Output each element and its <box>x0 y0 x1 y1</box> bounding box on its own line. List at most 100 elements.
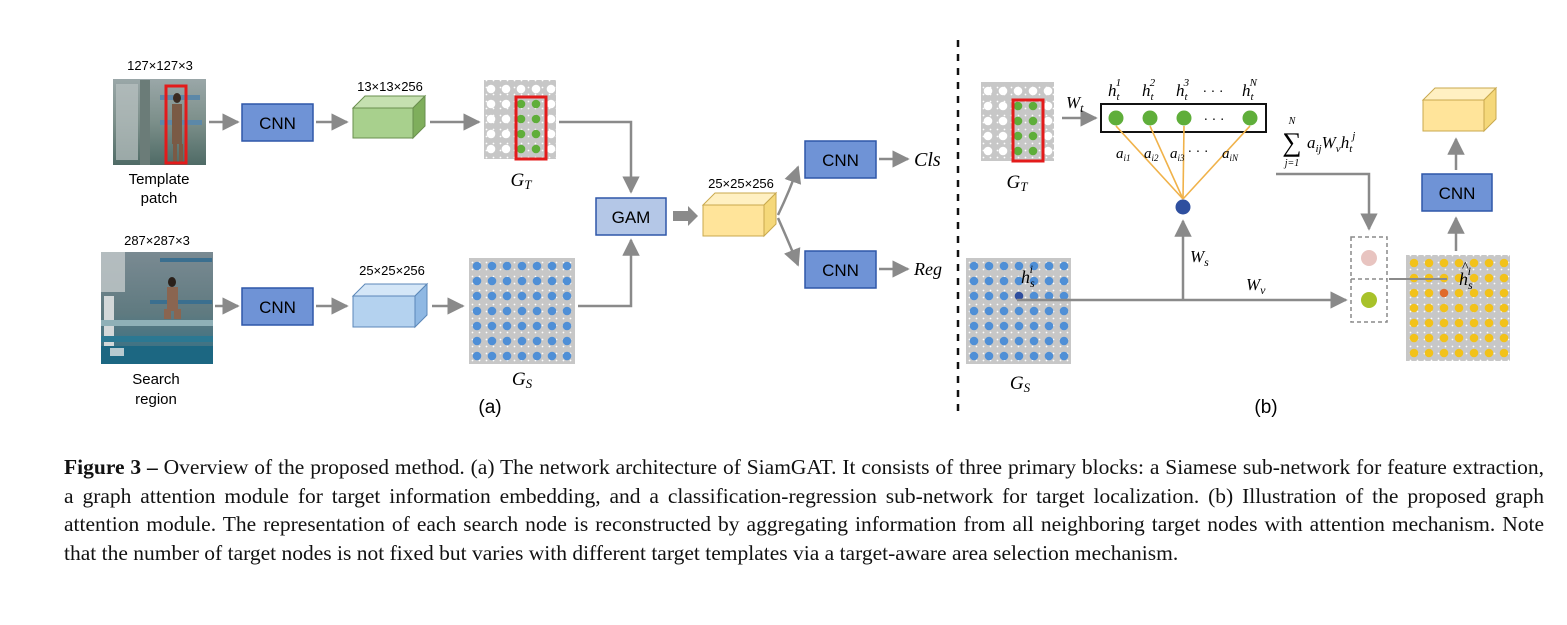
graph-node <box>546 129 556 139</box>
graph-node <box>999 261 1009 271</box>
graph-node <box>1043 131 1053 141</box>
graph-node <box>516 99 526 109</box>
gt-graph-b <box>981 82 1054 163</box>
graph-node <box>1469 273 1479 283</box>
graph-node <box>531 84 541 94</box>
gam-label: GAM <box>612 208 651 227</box>
cnn-box-template: CNN <box>241 103 314 142</box>
graph-node <box>547 276 557 286</box>
graph-node <box>999 351 1009 361</box>
cnn-box-search: CNN <box>241 287 314 326</box>
template-label-line1: Template <box>129 171 190 188</box>
graph-node <box>487 306 497 316</box>
graph-node <box>1409 303 1419 313</box>
a-ellipsis: · · · <box>1188 145 1209 160</box>
graph-node <box>1014 336 1024 346</box>
graph-node <box>472 306 482 316</box>
graph-node <box>1409 288 1419 298</box>
graph-node <box>1454 288 1464 298</box>
graph-node <box>487 321 497 331</box>
graph-node <box>1439 258 1449 268</box>
graph-node <box>1044 291 1054 301</box>
graph-node <box>546 84 556 94</box>
graph-node <box>502 321 512 331</box>
graph-node <box>1028 86 1038 96</box>
gam-box: GAM <box>595 197 667 236</box>
graph-node <box>472 291 482 301</box>
panel-a-label: (a) <box>478 397 501 418</box>
graph-node <box>517 291 527 301</box>
graph-node <box>517 336 527 346</box>
search-dim-label: 287×287×3 <box>124 233 190 248</box>
graph-node <box>1059 306 1069 316</box>
graph-node <box>501 129 511 139</box>
graph-node <box>562 351 572 361</box>
graph-node <box>516 129 526 139</box>
concat-box <box>1350 236 1388 323</box>
cnn-box-b: CNN <box>1421 173 1493 212</box>
graph-node <box>1499 318 1509 328</box>
graph-node <box>969 276 979 286</box>
graph-node <box>1454 318 1464 328</box>
graph-node <box>1014 291 1024 301</box>
template-patch-image <box>113 79 206 165</box>
graph-node <box>1499 288 1509 298</box>
graph-node <box>1029 351 1039 361</box>
graph-node <box>984 306 994 316</box>
graph-node <box>547 291 557 301</box>
attention-weight-label: ai2 <box>1144 146 1159 163</box>
graph-node <box>1059 321 1069 331</box>
search-feat-dim-label: 25×25×256 <box>359 263 425 278</box>
output-feature-cube <box>1421 86 1498 133</box>
graph-node <box>999 291 1009 301</box>
graph-node <box>472 276 482 286</box>
graph-node <box>562 261 572 271</box>
figure-label: Figure 3 – <box>64 455 158 479</box>
template-feature-cube <box>351 94 427 140</box>
cnn-label: CNN <box>259 114 296 133</box>
graph-node <box>486 129 496 139</box>
graph-node <box>532 321 542 331</box>
caption-text: Overview of the proposed method. (a) The… <box>64 455 1544 565</box>
graph-node <box>969 351 979 361</box>
graph-node <box>1013 86 1023 96</box>
graph-node <box>1499 333 1509 343</box>
graph-node <box>502 276 512 286</box>
graph-node <box>1409 258 1419 268</box>
ht-label: ht3 <box>1176 77 1190 103</box>
graph-node <box>546 144 556 154</box>
template-label-line2: patch <box>141 190 178 207</box>
graph-node <box>1014 261 1024 271</box>
graph-node <box>487 291 497 301</box>
hat-mark: ^ <box>1462 260 1469 275</box>
figure-caption: Figure 3 – Overview of the proposed meth… <box>64 453 1544 567</box>
graph-node <box>1013 101 1023 111</box>
graph-node <box>1029 336 1039 346</box>
graph-node <box>501 84 511 94</box>
attention-edge <box>1115 125 1184 200</box>
graph-node <box>1454 333 1464 343</box>
graph-node <box>1059 291 1069 301</box>
graph-node <box>1043 116 1053 126</box>
graph-node <box>1013 131 1023 141</box>
graph-node <box>1043 86 1053 96</box>
graph-node <box>984 291 994 301</box>
panel-a: 127×127×3 Template patch 287×287×3 <box>101 58 942 418</box>
sum-top: N <box>1288 116 1297 127</box>
graph-node <box>547 261 557 271</box>
graph-node <box>1469 348 1479 358</box>
graph-node <box>562 336 572 346</box>
cnn-label: CNN <box>259 298 296 317</box>
graph-node <box>984 321 994 331</box>
graph-node <box>531 129 541 139</box>
search-feature-cube <box>351 282 429 329</box>
graph-node <box>1059 351 1069 361</box>
graph-node <box>1029 321 1039 331</box>
wv-label: Wv <box>1246 275 1266 297</box>
graph-node <box>1484 348 1494 358</box>
graph-node <box>1484 333 1494 343</box>
graph-node <box>532 261 542 271</box>
cnn-box-reg: CNN <box>804 250 877 289</box>
graph-node <box>1029 306 1039 316</box>
gt-graph-a <box>484 80 556 161</box>
